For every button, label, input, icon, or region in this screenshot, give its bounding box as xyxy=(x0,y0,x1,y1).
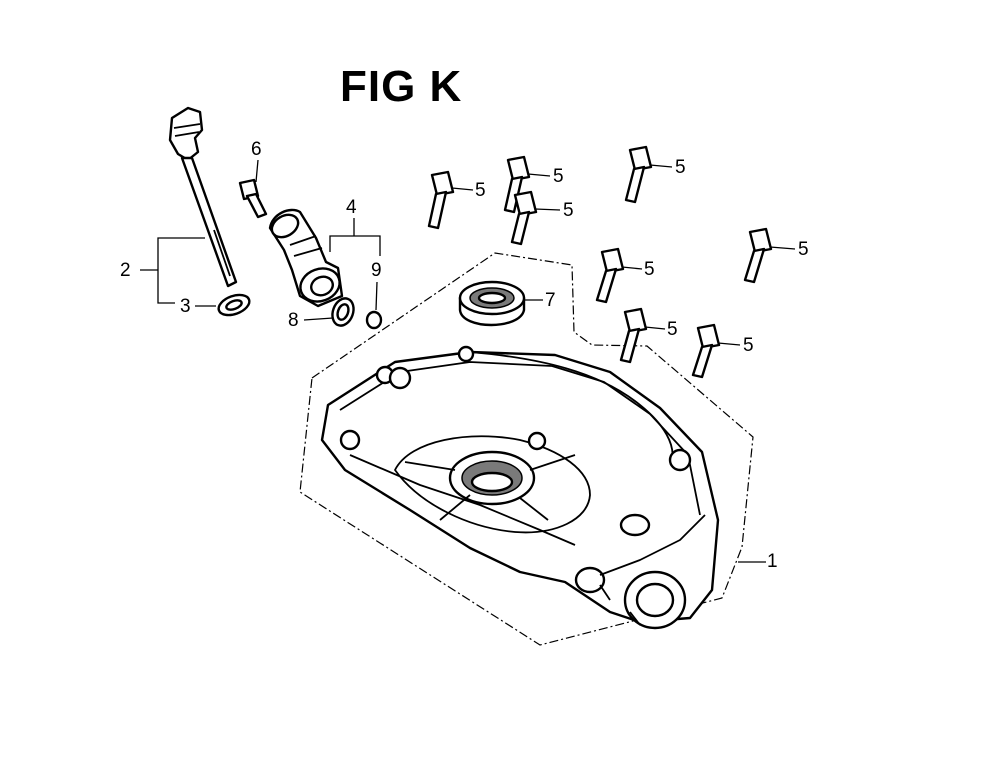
dowel-pin-part xyxy=(365,310,383,330)
filler-oring-part xyxy=(331,297,355,327)
callout-5-f: 5 xyxy=(644,259,655,280)
bolt-part-6 xyxy=(238,178,268,219)
callout-5-h: 5 xyxy=(743,335,754,356)
flange-bolt-h xyxy=(691,323,721,379)
callout-8: 8 xyxy=(288,310,299,331)
callout-9: 9 xyxy=(371,260,382,281)
flange-bolt-g xyxy=(619,307,648,364)
flange-bolt-a xyxy=(427,170,455,230)
callout-7: 7 xyxy=(545,290,556,311)
callout-5-a: 5 xyxy=(475,180,486,201)
oil-seal-part xyxy=(458,280,526,327)
callout-4: 4 xyxy=(346,197,357,218)
flange-bolt-d xyxy=(624,145,653,204)
dipstick-part xyxy=(168,106,238,288)
crankcase-cover-part xyxy=(320,345,720,630)
leader-lines xyxy=(140,159,796,563)
callout-3: 3 xyxy=(180,296,191,317)
flange-bolt-f xyxy=(595,247,625,304)
flange-bolt-b xyxy=(503,155,531,214)
flange-bolt-e xyxy=(743,227,773,284)
callout-2: 2 xyxy=(120,260,131,281)
flange-bolt-c xyxy=(510,190,538,246)
figure-title: FIG K xyxy=(340,62,463,111)
dipstick-oring-part xyxy=(217,293,251,317)
callout-1: 1 xyxy=(767,551,778,572)
callout-5-e: 5 xyxy=(798,239,809,260)
callout-5-c: 5 xyxy=(563,200,574,221)
assembly-boundary xyxy=(299,252,754,646)
callout-6: 6 xyxy=(251,139,262,160)
callout-5-b: 5 xyxy=(553,166,564,187)
callout-5-g: 5 xyxy=(667,319,678,340)
callout-5-d: 5 xyxy=(675,157,686,178)
oil-filler-pipe-part xyxy=(268,208,344,308)
